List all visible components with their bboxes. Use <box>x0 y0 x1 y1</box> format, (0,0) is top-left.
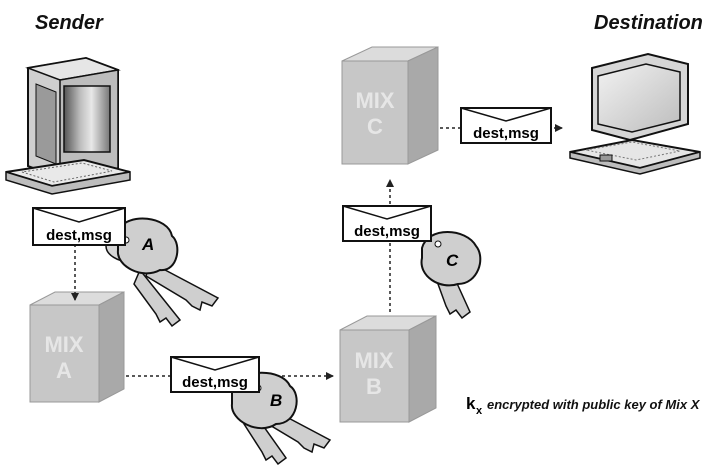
mix-c-name: MIX <box>355 88 394 113</box>
mix-b-name: MIX <box>354 348 393 373</box>
key-b-label: B <box>270 391 282 410</box>
mix-a-box: MIX A <box>29 291 125 403</box>
mix-c-box: MIX C <box>341 46 439 165</box>
legend-text: encrypted with public key of Mix X <box>487 397 701 412</box>
envelope-b-to-c: dest,msg <box>342 205 432 242</box>
key-c-label: C <box>446 251 459 270</box>
key-a-label: A <box>141 235 154 254</box>
mix-b-box: MIX B <box>339 315 437 423</box>
sender-label: Sender <box>35 12 104 34</box>
envelope-c-to-destination: dest,msg <box>460 107 552 144</box>
destination-label: Destination <box>594 12 703 34</box>
envelope-sender: dest,msg <box>32 207 126 246</box>
key-a-icon: A <box>105 217 220 328</box>
mix-c-letter: C <box>367 114 383 139</box>
destination-laptop-icon <box>569 52 701 175</box>
mix-b-letter: B <box>366 374 382 399</box>
mix-a-letter: A <box>56 358 72 383</box>
legend: k x encrypted with public key of Mix X <box>466 394 701 417</box>
envelope-c-to-destination-text: dest,msg <box>473 125 539 142</box>
legend-subscript: x <box>476 405 483 417</box>
key-c-icon: C <box>420 231 482 320</box>
mix-a-name: MIX <box>44 332 83 357</box>
envelope-sender-text: dest,msg <box>46 227 112 244</box>
envelope-a-to-b: dest,msg <box>170 356 260 393</box>
sender-computer-icon <box>5 56 131 195</box>
envelope-b-to-c-text: dest,msg <box>354 223 420 240</box>
legend-symbol: k <box>466 394 476 413</box>
envelope-a-to-b-text: dest,msg <box>182 374 248 391</box>
